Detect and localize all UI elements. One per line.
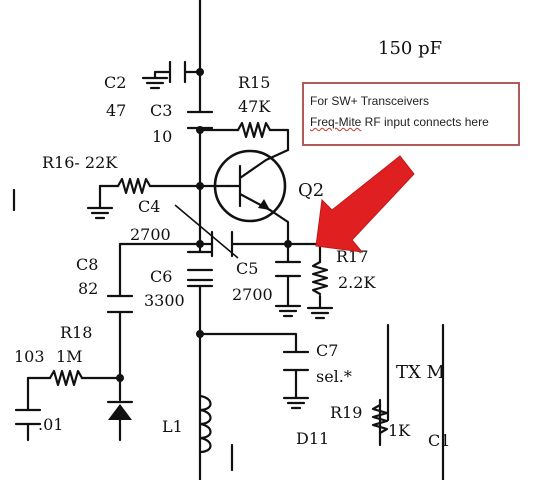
junction-base bbox=[196, 182, 204, 190]
resistor-r19 bbox=[371, 403, 389, 435]
ground-c2 bbox=[141, 76, 169, 90]
label-c4: C4 bbox=[138, 197, 160, 216]
red-pointer-arrow bbox=[315, 155, 415, 253]
label-top-value: 150 pF bbox=[378, 38, 442, 59]
label-c5-value: 2700 bbox=[232, 285, 273, 304]
label-c6: C6 bbox=[150, 267, 172, 286]
resistor-r16 bbox=[116, 177, 152, 195]
label-r19: R19 bbox=[330, 403, 362, 422]
transistor-q2 bbox=[213, 148, 290, 223]
label-c7: C7 bbox=[316, 341, 338, 360]
label-r18-value: 1M bbox=[56, 347, 83, 366]
transistor-q2-body bbox=[213, 149, 287, 223]
annotation-line-1: For SW+ Transceivers bbox=[310, 94, 430, 108]
label-c2: C2 bbox=[104, 73, 126, 92]
capacitor-c6-shell bbox=[186, 250, 214, 288]
inductor-l1 bbox=[198, 394, 212, 454]
junction-r18 bbox=[116, 374, 124, 382]
ground-r16 bbox=[86, 206, 114, 220]
schematic-wires bbox=[12, 0, 445, 480]
label-tx: TX M bbox=[396, 362, 445, 383]
junction-c6 bbox=[196, 330, 204, 338]
label-c6-value: 3300 bbox=[144, 291, 185, 310]
component-labels: 150 pF C2 47 C3 10 R15 47K R16- 22K C4 2… bbox=[14, 38, 450, 450]
annotation-line-2: Freq-Mite RF input connects here bbox=[310, 115, 489, 129]
annotation-freq-mite: Freq-Mite bbox=[310, 115, 362, 129]
junction-c4 bbox=[196, 240, 204, 248]
label-c2-value: 47 bbox=[106, 101, 126, 120]
wire-c2-gnd bbox=[153, 70, 172, 80]
junction-emitter bbox=[284, 240, 292, 248]
resistors bbox=[48, 121, 389, 435]
capacitor-c8 bbox=[106, 294, 134, 314]
ground-c5 bbox=[274, 304, 302, 318]
label-01: .01 bbox=[38, 415, 63, 434]
label-c4-value: 2700 bbox=[130, 225, 171, 244]
wire-r15-right bbox=[268, 128, 290, 152]
capacitor-01 bbox=[14, 408, 42, 426]
junction-c2 bbox=[196, 68, 204, 76]
wire-emitter bbox=[268, 208, 290, 248]
label-r18: R18 bbox=[60, 323, 92, 342]
capacitors bbox=[14, 60, 310, 442]
label-c3-value: 10 bbox=[152, 127, 172, 146]
label-c8-value: 82 bbox=[78, 279, 98, 298]
label-c3: C3 bbox=[150, 101, 172, 120]
transistor-q2-emitter-arrow bbox=[258, 199, 270, 210]
label-r15: R15 bbox=[238, 73, 270, 92]
capacitor-c5 bbox=[274, 260, 302, 278]
junction-dots bbox=[116, 68, 292, 382]
label-r19-value: 1K bbox=[388, 421, 411, 440]
ground-symbols bbox=[86, 76, 334, 410]
label-c7-value: sel.* bbox=[316, 367, 352, 386]
wire-c7-branch bbox=[198, 332, 298, 354]
label-r17-value: 2.2K bbox=[338, 273, 376, 292]
capacitor-c7 bbox=[282, 350, 310, 372]
ground-c7 bbox=[282, 396, 310, 410]
capacitor-c6 bbox=[186, 268, 214, 282]
capacitor-c2 bbox=[168, 60, 187, 84]
annotation-line-2-rest: RF input connects here bbox=[361, 115, 489, 129]
label-q2: Q2 bbox=[298, 180, 324, 201]
ground-r17 bbox=[306, 306, 334, 320]
diode-symbol bbox=[108, 404, 132, 420]
label-r16: R16- 22K bbox=[42, 153, 118, 172]
c4-variable-arrow bbox=[174, 204, 239, 259]
annotation-box: For SW+ Transceivers Freq-Mite RF input … bbox=[302, 82, 520, 146]
label-l1: L1 bbox=[162, 417, 183, 436]
label-d11: D11 bbox=[296, 429, 329, 448]
label-c5: C5 bbox=[236, 259, 258, 278]
label-103: 103 bbox=[14, 347, 45, 366]
diode-and-inductor bbox=[106, 394, 234, 472]
label-c8: C8 bbox=[76, 255, 98, 274]
resistor-r18 bbox=[48, 369, 84, 387]
transistor-q2-collector bbox=[238, 148, 290, 180]
label-r15-value: 47K bbox=[238, 97, 271, 116]
resistor-r15 bbox=[236, 121, 272, 139]
label-c-partial: C1 bbox=[428, 431, 450, 450]
capacitor-c3 bbox=[186, 110, 214, 130]
resistor-r17 bbox=[311, 260, 329, 296]
